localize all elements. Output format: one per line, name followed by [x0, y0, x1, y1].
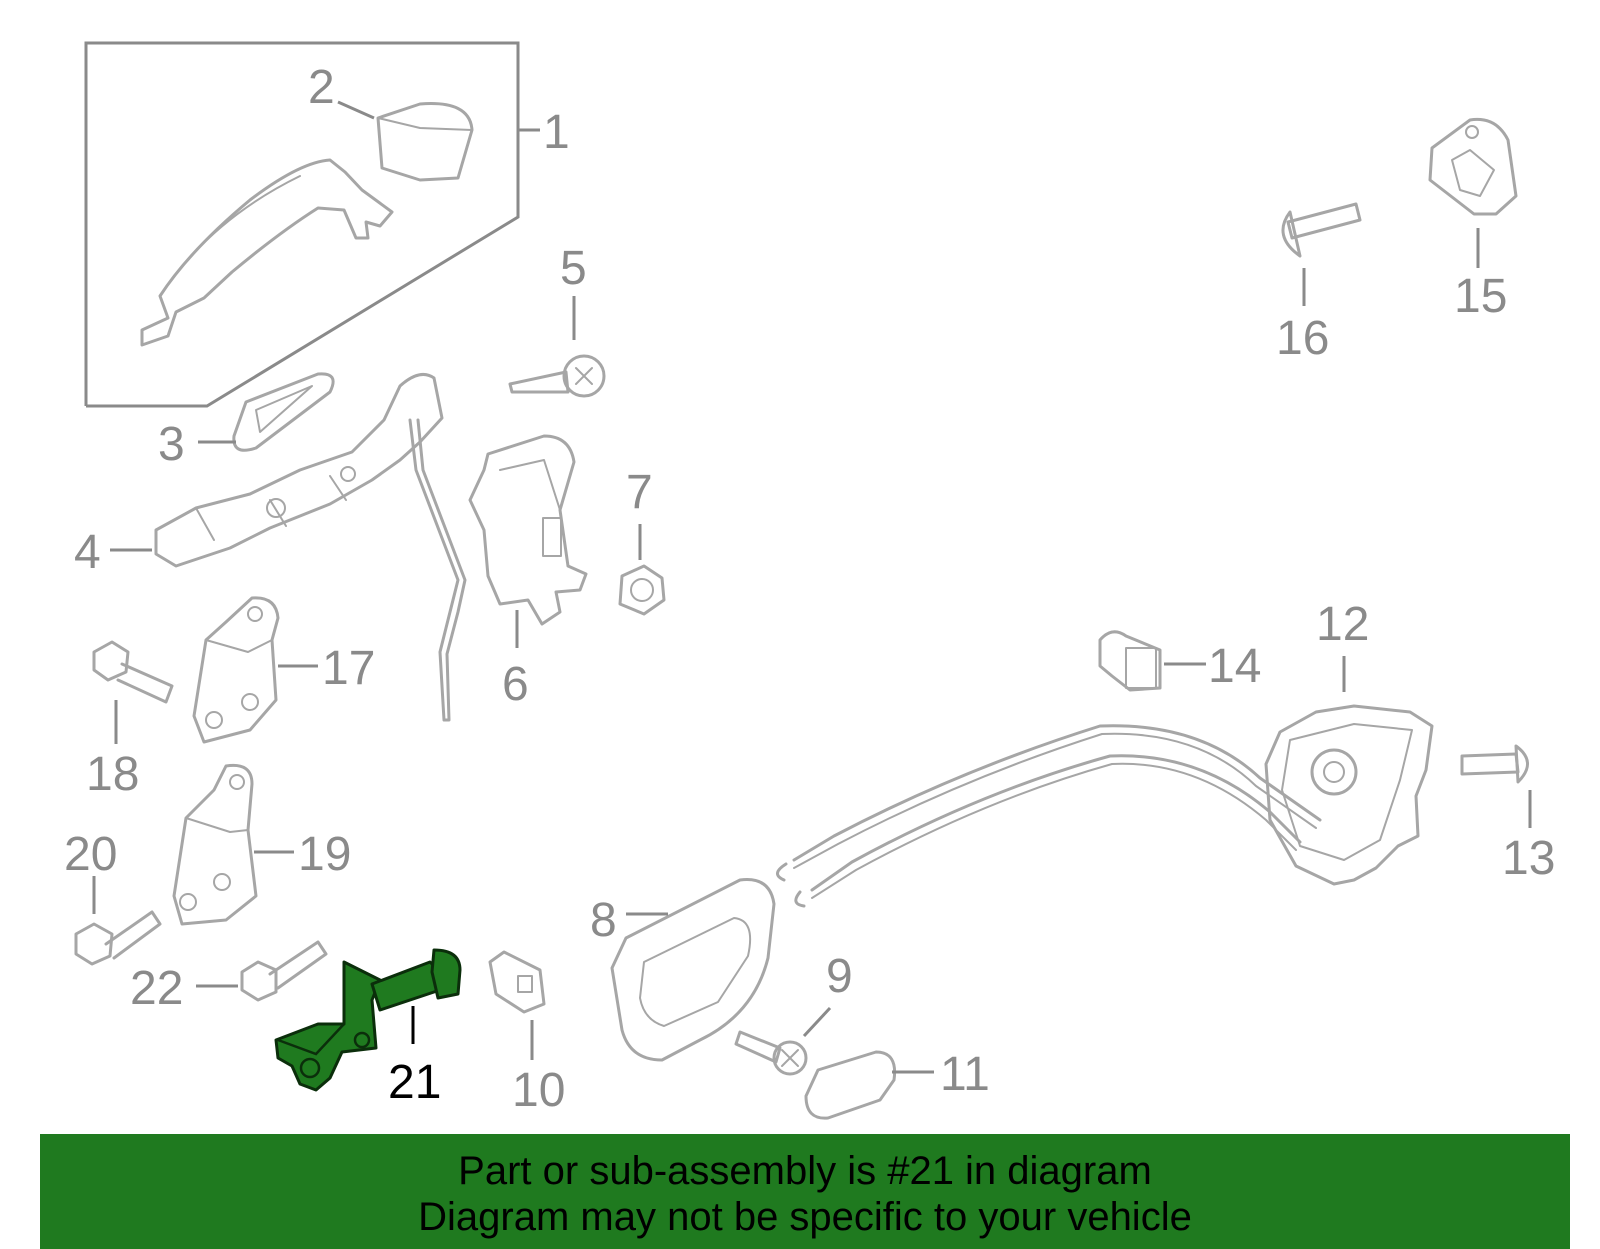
callout-22: 22	[130, 962, 183, 1015]
callout-9: 9	[826, 950, 853, 1003]
callout-17: 17	[322, 642, 375, 695]
info-banner: Part or sub-assembly is #21 in diagram D…	[40, 1134, 1570, 1249]
callout-1: 1	[543, 106, 570, 159]
callout-20: 20	[64, 828, 117, 881]
callout-12: 12	[1316, 598, 1369, 651]
part-7-nut	[618, 564, 666, 616]
callout-18: 18	[86, 748, 139, 801]
part-18-bolt	[92, 640, 174, 704]
part-22-bolt	[240, 940, 328, 1002]
latch-cables	[776, 724, 1322, 908]
callout-10: 10	[512, 1064, 565, 1117]
part-11-cap	[804, 1050, 897, 1120]
part-17-hinge	[192, 596, 280, 744]
callout-5: 5	[560, 242, 587, 295]
callout-13: 13	[1502, 832, 1555, 885]
part-15-striker	[1428, 117, 1518, 216]
callout-14: 14	[1208, 640, 1261, 693]
callout-7: 7	[626, 466, 653, 519]
part-16-screw	[1281, 202, 1362, 258]
part-3-gasket	[232, 372, 335, 452]
part-19-hinge	[172, 763, 258, 926]
callout-16: 16	[1276, 312, 1329, 365]
callout-8: 8	[590, 894, 617, 947]
callout-21[interactable]: 21	[388, 1056, 441, 1109]
banner-line-2: Diagram may not be specific to your vehi…	[418, 1195, 1192, 1239]
leader-2	[337, 100, 375, 120]
part-21-door-check	[274, 948, 462, 1092]
callout-15: 15	[1454, 270, 1507, 323]
part-14-clip	[1098, 630, 1162, 692]
callout-6: 6	[502, 658, 529, 711]
part-8-inner-handle	[610, 878, 776, 1062]
part-20-bolt	[74, 910, 162, 966]
callout-19: 19	[298, 828, 351, 881]
part-6-cover	[468, 434, 588, 626]
leader-9	[802, 1006, 832, 1038]
assembly-frame-1	[84, 41, 520, 408]
part-12-latch	[1264, 704, 1434, 886]
part-13-screw	[1460, 744, 1529, 784]
banner-line-1: Part or sub-assembly is #21 in diagram	[458, 1149, 1152, 1193]
callout-2: 2	[308, 61, 335, 114]
callout-3: 3	[158, 418, 185, 471]
part-2-handle-cap	[376, 102, 474, 182]
part-9-screw	[734, 1030, 808, 1076]
callout-4: 4	[74, 526, 101, 579]
part-1-outer-handle	[140, 158, 394, 347]
part-10-clip	[488, 950, 546, 1014]
callout-11: 11	[940, 1048, 990, 1101]
part-5-screw	[508, 354, 606, 398]
part-4-handle-frame	[154, 372, 467, 722]
